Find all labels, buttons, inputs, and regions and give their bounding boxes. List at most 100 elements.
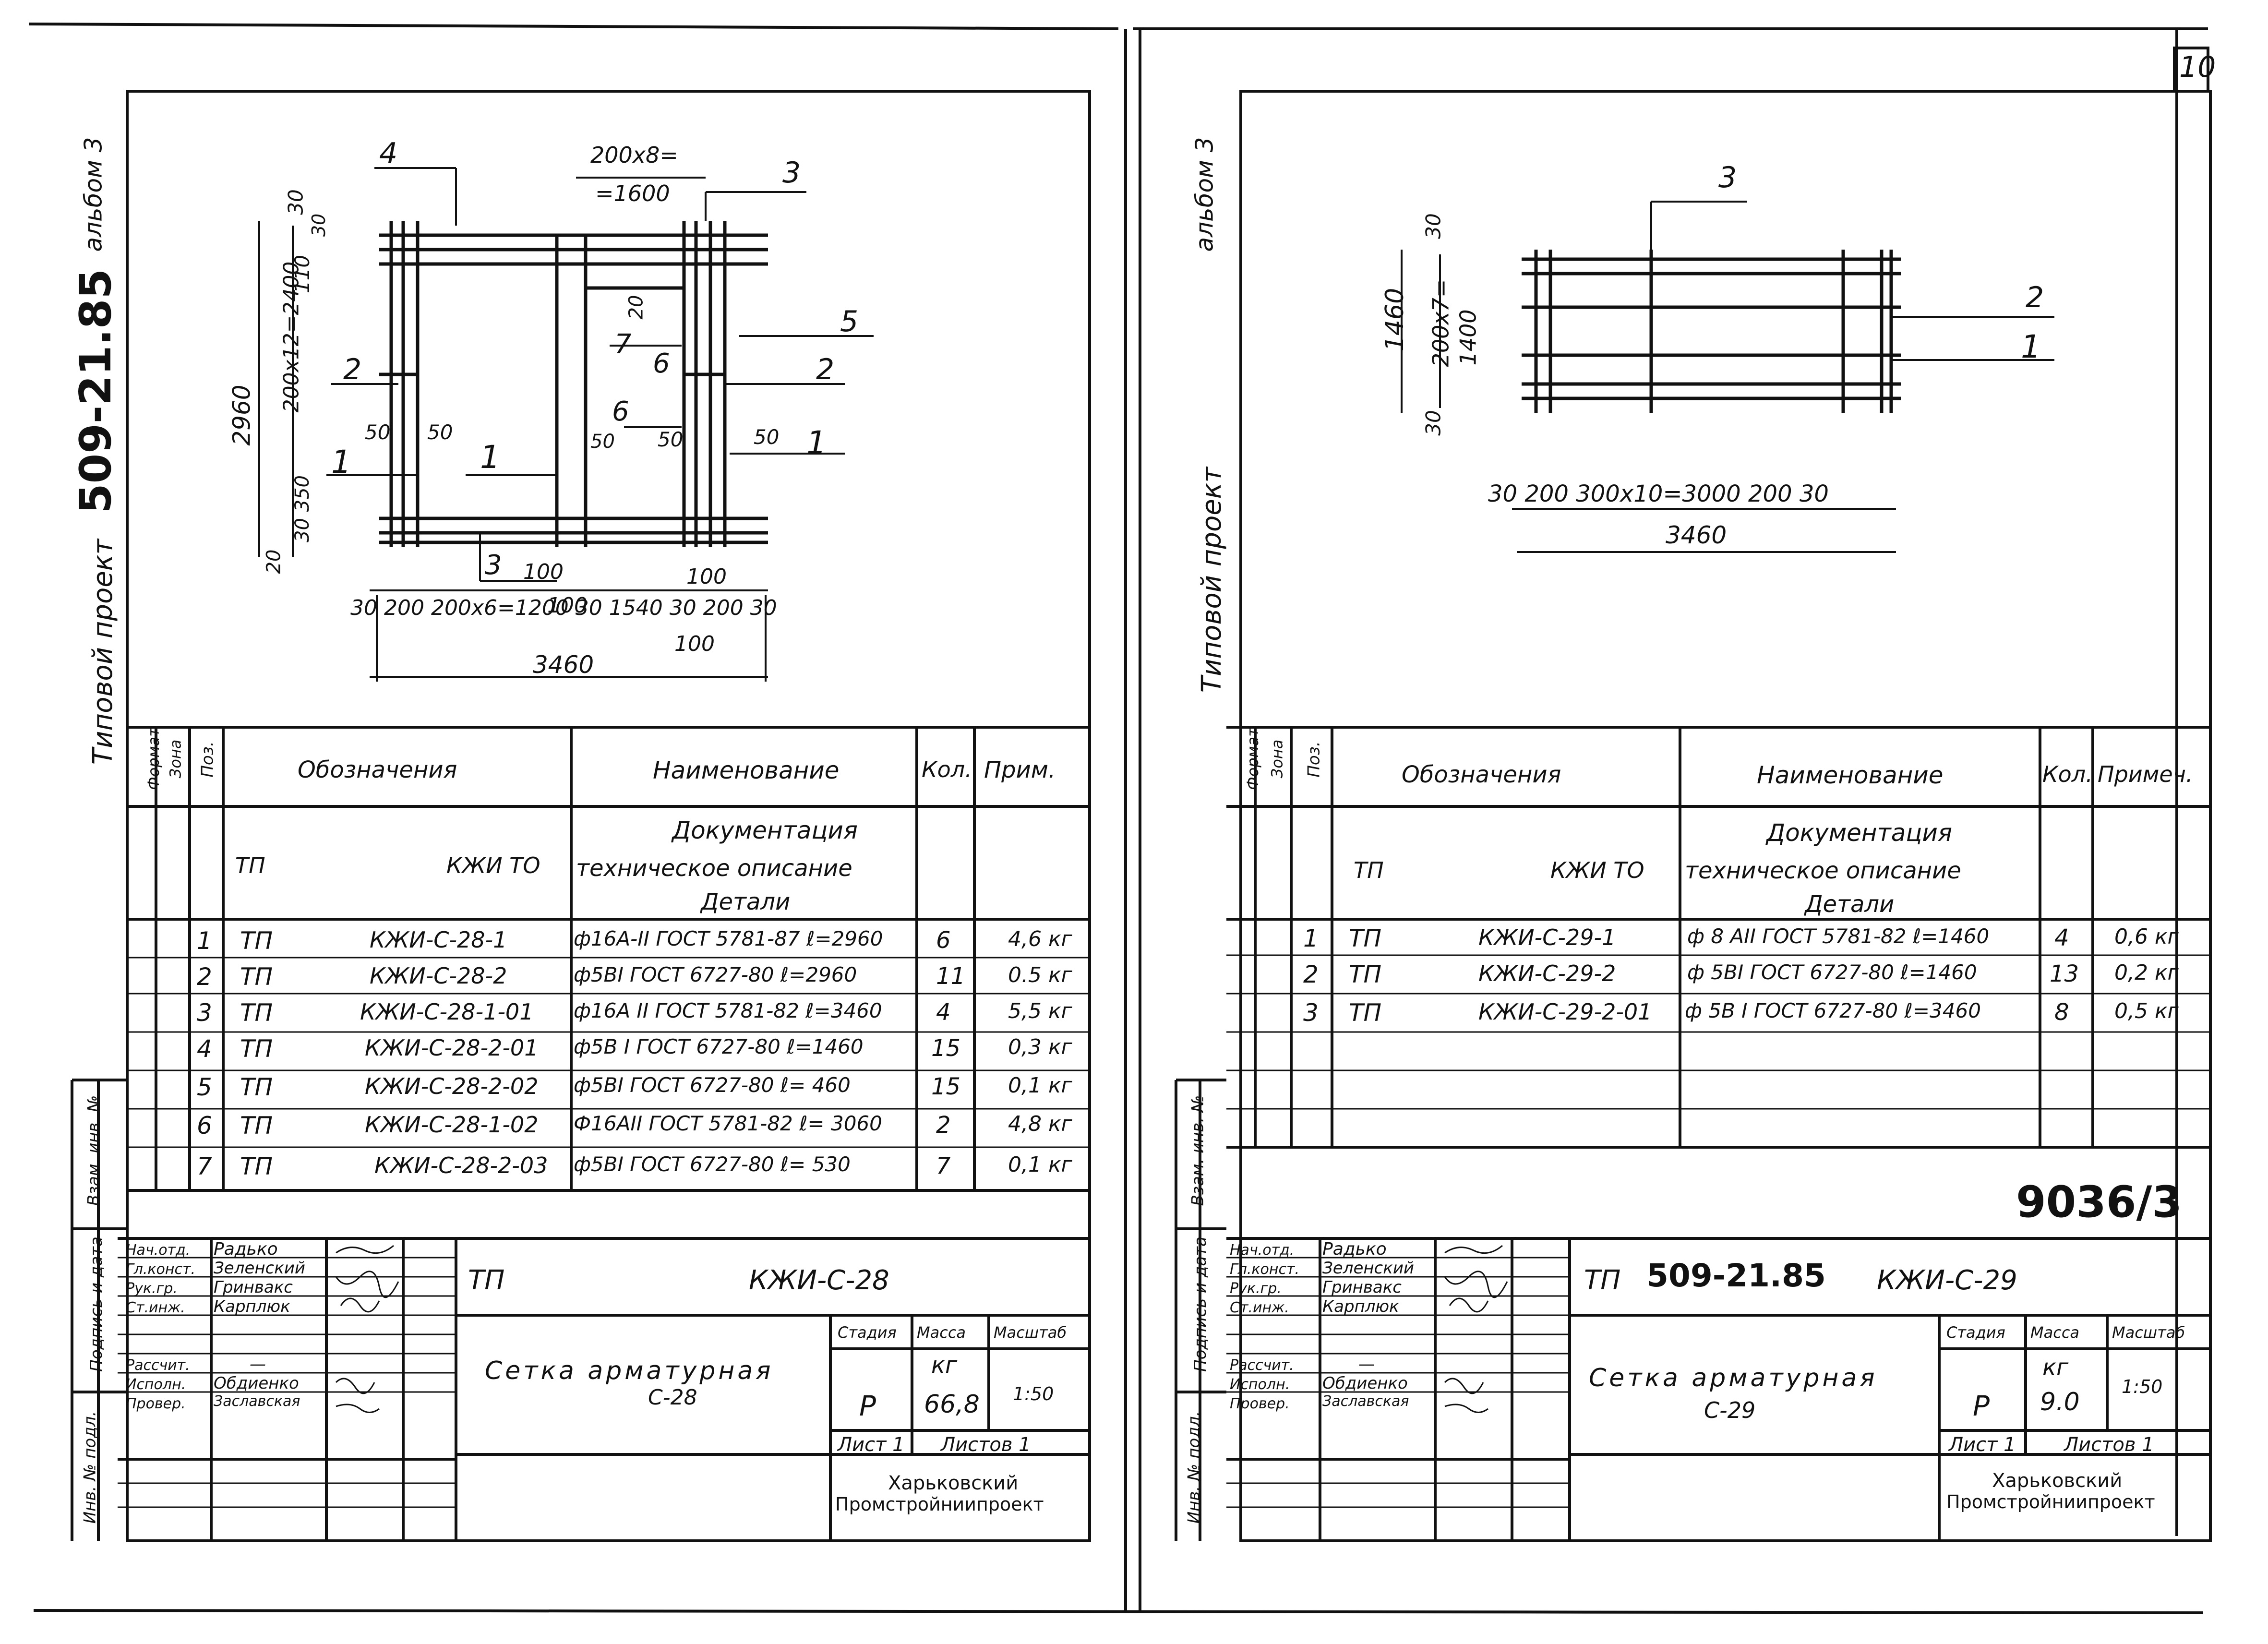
pos-2-left: 2	[343, 353, 362, 386]
left-mass: 66,8	[924, 1390, 980, 1419]
pos-6-top: 6	[653, 348, 670, 379]
row-code: КЖИ-С-29-1	[1478, 924, 1616, 950]
left-title-name2: С-28	[648, 1385, 697, 1410]
dim-50-e: 50	[754, 425, 780, 449]
row-note: 5,5 кг	[1008, 999, 1072, 1023]
row-pos: 3	[197, 999, 212, 1027]
right-mesh-drawing	[1522, 250, 1901, 413]
row-note: 0,1 кг	[1008, 1152, 1072, 1177]
staff-name: Карплюк	[214, 1297, 290, 1316]
right-title-code: КЖИ-С-29	[1877, 1265, 2017, 1296]
hdr-note: Прим.	[984, 756, 1056, 783]
pos-6-mid: 6	[612, 396, 629, 427]
left-title-prefix: ТП	[468, 1265, 505, 1296]
row-note: 0,5 кг	[2114, 999, 2179, 1023]
pos-1-left: 1	[331, 444, 351, 480]
pos-4: 4	[379, 137, 398, 170]
r-hdr-note: Примеч.	[2098, 761, 2193, 787]
dim-bottom-chain: 30 200 200x6=1200 30 1540 30 200 30	[350, 596, 777, 620]
signature-scribble	[1444, 1378, 1484, 1394]
right-mass-unit: кг	[2042, 1354, 2069, 1381]
right-title-prefix: ТП	[1584, 1265, 1621, 1296]
pos-3-top: 3	[782, 156, 801, 190]
row-code: КЖИ-С-28-2	[370, 963, 507, 989]
row-tp: ТП	[1349, 999, 1382, 1027]
right-scale-label: Масштаб	[2112, 1323, 2185, 1342]
r-grp-doc2: техническое описание	[1685, 857, 1961, 884]
row-name: ф5ВI ГОСТ 6727-80 ℓ=2960	[574, 963, 857, 986]
row-code: КЖИ-С-28-1-01	[360, 999, 534, 1025]
row-code: КЖИ-С-28-2-02	[365, 1073, 539, 1099]
signature-scribble	[336, 1404, 380, 1413]
staff-name: Зеленский	[1322, 1259, 1415, 1278]
staff-name: Обдиенко	[1322, 1374, 1408, 1393]
staff-name: Заславская	[214, 1393, 300, 1410]
dim-50-d: 50	[658, 428, 684, 451]
pos-3-bottom: 3	[485, 550, 502, 581]
dim-100-d: 100	[674, 632, 715, 656]
row-name: ф5В I ГОСТ 6727-80 ℓ=1460	[574, 1035, 864, 1058]
row-pos: 1	[1303, 924, 1319, 952]
left-title-block	[71, 1079, 1090, 1541]
hdr-designation: Обозначения	[298, 756, 457, 783]
r-hdr-designation: Обозначения	[1402, 761, 1561, 788]
grp-doc3: Детали	[701, 888, 791, 915]
row-tp: ТП	[240, 1035, 273, 1063]
staff-name: —	[1358, 1355, 1375, 1374]
row-name: ф16А II ГОСТ 5781-82 ℓ=3460	[574, 999, 882, 1022]
left-scale-label: Масштаб	[994, 1323, 1067, 1342]
row-pos: 4	[197, 1035, 212, 1063]
signature-scribble	[336, 1245, 394, 1254]
row-code: КЖИ-С-28-2-01	[365, 1035, 539, 1061]
r-hdr-name: Наименование	[1757, 761, 1944, 789]
staff-name: Заславская	[1322, 1393, 1409, 1410]
right-sheets: Листов 1	[2064, 1434, 2154, 1456]
row-pos: 2	[1303, 960, 1319, 988]
r-pos-3: 3	[1718, 161, 1737, 194]
row-tp: ТП	[1349, 924, 1382, 952]
row-name: ф5ВI ГОСТ 6727-80 ℓ= 460	[574, 1073, 851, 1097]
row-code: КЖИ-С-28-2-03	[374, 1152, 548, 1178]
doc-code: 9036/3	[2016, 1177, 2182, 1227]
row-name: ф5ВI ГОСТ 6727-80 ℓ= 530	[574, 1152, 851, 1176]
right-org2: Промстройниипроект	[1946, 1491, 2155, 1512]
left-sheet: Лист 1	[838, 1434, 905, 1456]
dim-100-b: 100	[547, 593, 588, 618]
staff-role: Гл.конст.	[126, 1261, 196, 1278]
row-note: 4,6 кг	[1008, 927, 1072, 951]
row-code: КЖИ-С-29-2-01	[1478, 999, 1652, 1025]
row-name: Ф16АII ГОСТ 5781-82 ℓ= 3060	[574, 1112, 882, 1135]
right-sheet: Лист 1	[1949, 1434, 2016, 1456]
signature-scribble	[1444, 1245, 1503, 1254]
right-mass: 9.0	[2040, 1388, 2080, 1416]
row-qty: 8	[2054, 999, 2069, 1026]
staff-name: Радько	[1322, 1239, 1387, 1259]
staff-name: Обдиенко	[214, 1374, 299, 1393]
left-mass-label: Масса	[917, 1323, 966, 1342]
row-qty: 11	[936, 963, 966, 990]
left-mesh-drawing	[379, 221, 768, 547]
staff-name: —	[250, 1355, 266, 1374]
staff-name: Карплюк	[1322, 1297, 1399, 1316]
staff-name: Зеленский	[214, 1259, 306, 1278]
left-org1: Харьковский	[888, 1472, 1019, 1494]
right-title-block	[1175, 1079, 2210, 1541]
signature-scribble	[335, 1378, 375, 1394]
left-scale: 1:50	[1013, 1383, 1054, 1404]
staff-name: Гринвакс	[1322, 1278, 1402, 1297]
row-code: КЖИ-С-28-1	[370, 927, 507, 953]
row-pos: 7	[197, 1152, 212, 1180]
row-qty: 4	[936, 999, 951, 1026]
row-name: ф 5ВI ГОСТ 6727-80 ℓ=1460	[1687, 960, 1977, 984]
row-tp: ТП	[1349, 960, 1382, 988]
dim-50-b: 50	[427, 420, 453, 444]
row-pos: 1	[197, 927, 212, 955]
row-code: КЖИ-С-29-2	[1478, 960, 1616, 986]
dim-200x8: 200x8=	[590, 142, 678, 168]
row-tp: ТП	[240, 927, 273, 955]
row-qty: 2	[936, 1112, 951, 1139]
row-tp: ТП	[240, 1073, 273, 1101]
staff-role: Ст.инж.	[126, 1299, 185, 1316]
pos-1-mid: 1	[480, 439, 500, 476]
pos-5: 5	[840, 305, 859, 338]
